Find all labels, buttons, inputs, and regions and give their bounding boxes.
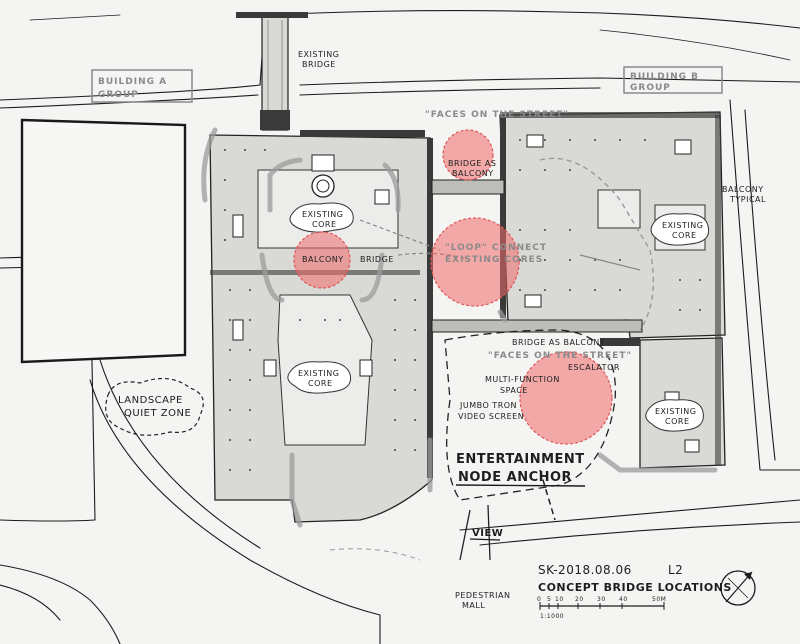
pedestrian-label: PEDESTRIAN — [455, 591, 510, 600]
view-label: VIEW — [472, 528, 503, 539]
jumbotron-label-2: VIDEO SCREEN — [458, 412, 524, 421]
existing-core-a-label: EXISTING — [302, 210, 343, 219]
bridge-location-markers — [293, 129, 613, 445]
scale-tick-10: 10 — [555, 596, 564, 603]
level-label: L2 — [668, 563, 683, 577]
view-underline — [469, 538, 501, 541]
north-arrow-icon — [720, 570, 756, 606]
existing-core-d-label: EXISTING — [655, 407, 696, 416]
landscape-label-2: QUIET ZONE — [124, 408, 191, 419]
existing-bridge-label-2: BRIDGE — [302, 60, 336, 69]
loop-connect-label-2: EXISTING CORES — [445, 255, 543, 265]
building-a-group-label: GROUP — [98, 90, 139, 100]
entertainment-label: ENTERTAINMENT — [456, 452, 585, 467]
escalator-label: ESCALATOR — [568, 363, 620, 372]
existing-core-c-label: EXISTING — [298, 369, 339, 378]
balcony-marker — [293, 231, 351, 289]
bridge-as-balcony-label-2: BALCONY — [452, 169, 494, 178]
building-b-group-label: GROUP — [630, 83, 671, 93]
building-a-label: BUILDING A — [98, 77, 167, 87]
balcony-label: BALCONY — [302, 255, 344, 264]
bridge-connectors — [431, 179, 643, 346]
entertainment-underline — [455, 484, 586, 487]
balcony-typical-label-2: TYPICAL — [729, 195, 766, 204]
existing-core-d-label-2: CORE — [665, 417, 690, 426]
faces-on-street-mid-label: "FACES ON THE STREET" — [488, 351, 632, 361]
existing-core-c-label-2: CORE — [308, 379, 333, 388]
annotation-labels: BUILDING A GROUP BUILDING B GROUP EXISTI… — [91, 50, 766, 610]
bridge-as-balcony-mid-label: BRIDGE AS BALCONY — [512, 338, 605, 347]
existing-bridge-label: EXISTING — [298, 50, 339, 59]
multi-function-space-marker — [519, 351, 613, 445]
building-b-label-box — [623, 66, 723, 94]
sheet-id: SK-2018.08.06 — [538, 563, 632, 577]
loop-connect-label: "LOOP" CONNECT — [445, 243, 547, 253]
bridge-as-balcony-label: BRIDGE AS — [448, 159, 496, 168]
scale-tick-0: 0 — [537, 596, 541, 603]
node-anchor-label: NODE ANCHOR — [458, 470, 572, 485]
multi-function-label: MULTI-FUNCTION — [485, 375, 560, 384]
scale-tick-20: 20 — [575, 596, 584, 603]
scale-tick-5: 5 — [547, 596, 551, 603]
building-b-label: BUILDING B — [630, 72, 699, 82]
loop-connect-marker — [430, 217, 520, 307]
multi-function-label-2: SPACE — [500, 386, 528, 395]
balcony-typical-label: BALCONY — [722, 185, 764, 194]
existing-core-a-label-2: CORE — [312, 220, 337, 229]
faces-on-street-top-label: "FACES ON THE STREET" — [425, 110, 569, 120]
building-a-label-box — [91, 69, 193, 103]
landscape-zone-cloud — [105, 377, 204, 436]
circular-plaza-icon — [311, 174, 335, 198]
existing-core-b-label-2: CORE — [672, 231, 697, 240]
existing-core-clouds — [287, 202, 710, 432]
existing-core-b-label: EXISTING — [662, 221, 703, 230]
bridge-label: BRIDGE — [360, 255, 394, 264]
bridge-as-balcony-marker — [442, 129, 494, 181]
scale-tick-50m: 50M — [652, 596, 666, 603]
circulation-loop-paths — [201, 127, 718, 561]
drawing-title: CONCEPT BRIDGE LOCATIONS — [538, 581, 732, 594]
existing-bridge — [236, 12, 308, 131]
title-block: SK-2018.08.06 L2 CONCEPT BRIDGE LOCATION… — [537, 563, 756, 620]
pedestrian-mall-label: MALL — [462, 601, 485, 610]
scale-ratio: 1:1000 — [540, 613, 564, 620]
landscape-label: LANDSCAPE — [118, 395, 183, 406]
scale-tick-40: 40 — [619, 596, 628, 603]
scale-tick-30: 30 — [597, 596, 606, 603]
adjacent-building-outline — [20, 118, 187, 364]
scale-bar: 0 5 10 20 30 40 50M 1:1000 — [537, 596, 666, 620]
jumbotron-label: JUMBO TRON — [459, 401, 517, 410]
